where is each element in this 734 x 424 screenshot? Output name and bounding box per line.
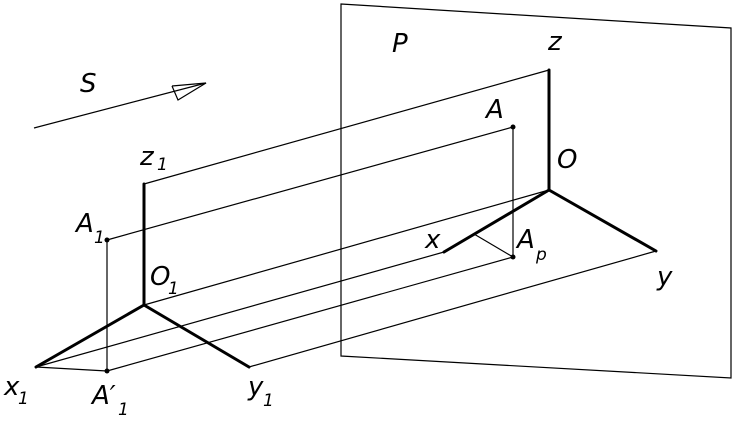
label-y: y xyxy=(656,262,673,292)
point-a1 xyxy=(104,237,110,243)
point-a1-prime xyxy=(104,368,110,374)
label-x1: x 1 xyxy=(3,372,29,409)
point-ap xyxy=(510,254,516,260)
svg-text:A: A xyxy=(74,209,94,239)
ap-construction-lines xyxy=(473,127,514,258)
a1-construction-lines xyxy=(35,240,108,372)
label-p: P xyxy=(392,29,408,59)
label-a1: A 1 xyxy=(74,209,105,248)
svg-text:p: p xyxy=(535,245,547,265)
projection-plane-p xyxy=(340,3,732,379)
svg-text:1: 1 xyxy=(94,228,105,248)
svg-text:1: 1 xyxy=(157,155,168,175)
axis-y1 xyxy=(142,303,251,369)
svg-text:1: 1 xyxy=(263,391,274,411)
label-o1: O 1 xyxy=(150,262,179,299)
label-a: A xyxy=(484,95,504,125)
label-z: z xyxy=(547,27,563,57)
label-y1: y 1 xyxy=(247,372,274,411)
svg-text:A′: A′ xyxy=(90,381,116,411)
svg-text:z: z xyxy=(139,142,155,172)
svg-text:1: 1 xyxy=(168,279,179,299)
projection-direction-arrow xyxy=(33,82,207,129)
label-ap: A p xyxy=(515,225,547,265)
svg-text:1: 1 xyxy=(18,389,29,409)
svg-text:y: y xyxy=(247,372,264,402)
label-o: O xyxy=(557,145,577,175)
label-z1: z 1 xyxy=(139,142,168,175)
label-x: x xyxy=(424,225,441,255)
svg-text:x: x xyxy=(3,372,20,402)
axis-y xyxy=(547,188,658,253)
svg-text:O: O xyxy=(150,262,170,292)
projecting-rays xyxy=(35,69,657,372)
axis-x1 xyxy=(34,303,146,369)
axis-x xyxy=(442,188,551,254)
point-a xyxy=(510,124,516,130)
label-a1-prime: A′ 1 xyxy=(90,381,129,420)
svg-text:A: A xyxy=(515,225,535,255)
svg-text:1: 1 xyxy=(118,400,129,420)
label-s: S xyxy=(80,69,97,99)
